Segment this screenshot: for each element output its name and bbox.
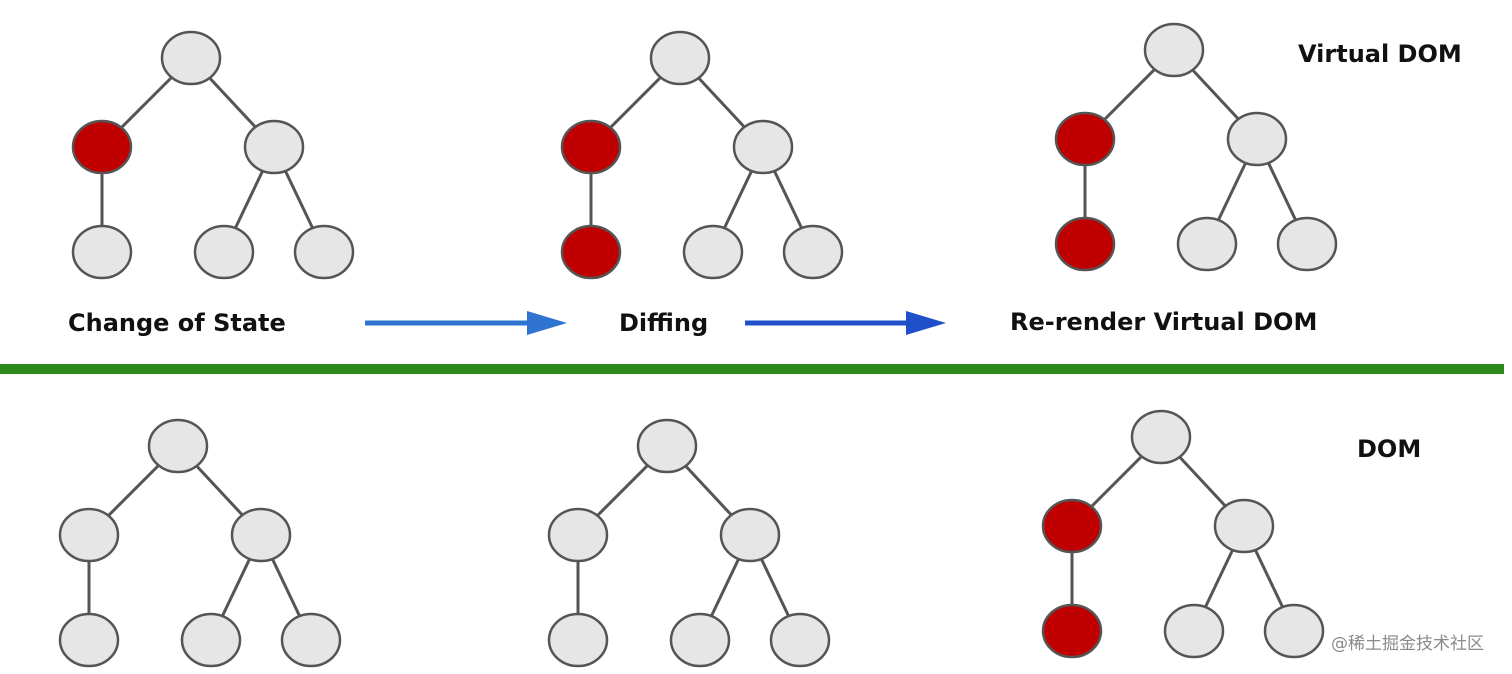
changed-node-left-child xyxy=(560,224,622,280)
tree-node-right-child-2 xyxy=(280,612,342,668)
tree-node-right-child-2 xyxy=(782,224,844,280)
tree-node-right-child-1 xyxy=(1163,603,1225,659)
tree-node-right xyxy=(732,119,794,175)
watermark: @稀土掘金技术社区 xyxy=(1331,634,1484,654)
tree-node-left-child xyxy=(71,224,133,280)
tree-virtual-dom-2 xyxy=(560,30,844,280)
dom-title: DOM xyxy=(1357,435,1422,463)
virtual-dom-title: Virtual DOM xyxy=(1298,40,1462,68)
tree-node-right-child-2 xyxy=(769,612,831,668)
arrow-diffing-to-rerender xyxy=(745,311,946,335)
tree-node-root xyxy=(636,418,698,474)
tree-virtual-dom-3 xyxy=(1054,22,1338,272)
label-change-of-state: Change of State xyxy=(68,309,286,337)
tree-node-left-child xyxy=(547,612,609,668)
arrow-change-to-diffing xyxy=(365,311,567,335)
tree-node-right-child-2 xyxy=(293,224,355,280)
tree-node-right-child-2 xyxy=(1263,603,1325,659)
tree-node-right-child-1 xyxy=(682,224,744,280)
tree-node-right-child-1 xyxy=(669,612,731,668)
changed-node-left xyxy=(1041,498,1103,554)
tree-node-right-child-1 xyxy=(1176,216,1238,272)
tree-node-right xyxy=(230,507,292,563)
tree-node-root xyxy=(649,30,711,86)
tree-node-left-child xyxy=(58,612,120,668)
tree-node-right xyxy=(243,119,305,175)
changed-node-left xyxy=(560,119,622,175)
tree-dom-1 xyxy=(58,418,342,668)
changed-node-left-child xyxy=(1041,603,1103,659)
trees-layer xyxy=(58,22,1338,668)
changed-node-left xyxy=(1054,111,1116,167)
tree-node-root xyxy=(147,418,209,474)
tree-node-right-child-1 xyxy=(193,224,255,280)
tree-node-left xyxy=(547,507,609,563)
label-rerender-virtual-dom: Re-render Virtual DOM xyxy=(1010,308,1318,336)
tree-node-root xyxy=(160,30,222,86)
tree-virtual-dom-1 xyxy=(71,30,355,280)
tree-node-root xyxy=(1130,409,1192,465)
tree-node-right-child-1 xyxy=(180,612,242,668)
tree-node-right xyxy=(1226,111,1288,167)
tree-dom-2 xyxy=(547,418,831,668)
tree-dom-3 xyxy=(1041,409,1325,659)
tree-node-root xyxy=(1143,22,1205,78)
tree-node-right xyxy=(719,507,781,563)
tree-node-left xyxy=(58,507,120,563)
tree-node-right xyxy=(1213,498,1275,554)
changed-node-left xyxy=(71,119,133,175)
label-diffing: Diffing xyxy=(619,309,709,337)
tree-node-right-child-2 xyxy=(1276,216,1338,272)
changed-node-left-child xyxy=(1054,216,1116,272)
